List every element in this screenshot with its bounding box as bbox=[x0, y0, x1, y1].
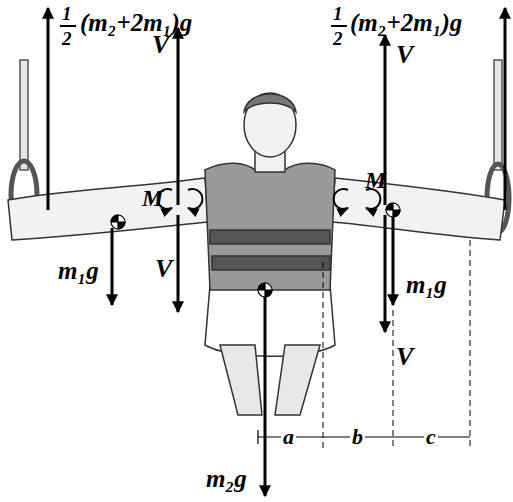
fraction-numerator: 1 bbox=[62, 4, 72, 23]
shear-force-label: V bbox=[152, 32, 169, 58]
moment-label: M bbox=[365, 168, 386, 192]
shear-force-label: V bbox=[396, 42, 413, 68]
weight-label: m₁g bbox=[406, 272, 447, 297]
weight-label: m₁g bbox=[58, 258, 99, 283]
moment-label: M bbox=[142, 186, 163, 210]
reaction-force-label: (m₂+2m₁)g bbox=[350, 10, 462, 35]
weight-label: m₂g bbox=[206, 466, 247, 491]
reaction-force-label: (m₂+2m₁)g bbox=[80, 10, 192, 35]
dimension-label: a bbox=[281, 426, 296, 448]
dimension-label: b bbox=[350, 426, 365, 448]
shear-force-label: V bbox=[396, 344, 413, 370]
fraction-denominator: 2 bbox=[62, 29, 72, 48]
fraction-numerator: 1 bbox=[333, 4, 343, 23]
shear-force-label: V bbox=[155, 256, 172, 282]
fraction-denominator: 2 bbox=[333, 29, 343, 48]
dimension-label: c bbox=[424, 426, 438, 448]
